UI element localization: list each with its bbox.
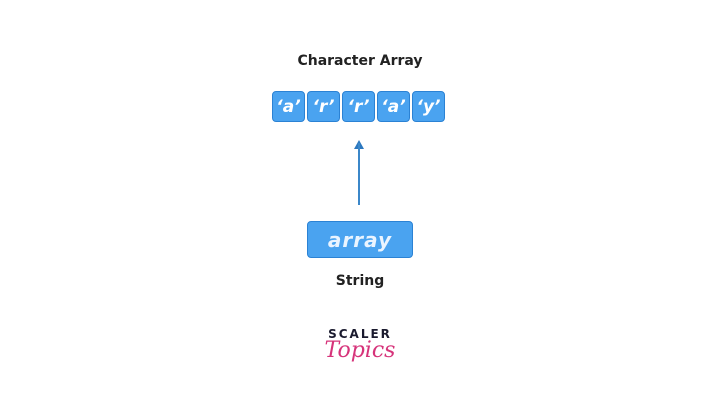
- arrow-shaft: [358, 143, 360, 205]
- array-cell: ‘a’: [377, 91, 410, 122]
- string-box: array: [307, 221, 413, 258]
- scaler-logo-text: SCALER: [328, 327, 392, 341]
- array-cell: ‘a’: [272, 91, 305, 122]
- array-cell: ‘r’: [307, 91, 340, 122]
- array-cell: ‘r’: [342, 91, 375, 122]
- array-cell: ‘y’: [412, 91, 445, 122]
- string-label: String: [335, 273, 385, 289]
- character-array-title: Character Array: [297, 53, 423, 69]
- topics-logo-text: Topics: [324, 338, 396, 363]
- character-array: ‘a’ ‘r’ ‘r’ ‘a’ ‘y’: [272, 91, 447, 122]
